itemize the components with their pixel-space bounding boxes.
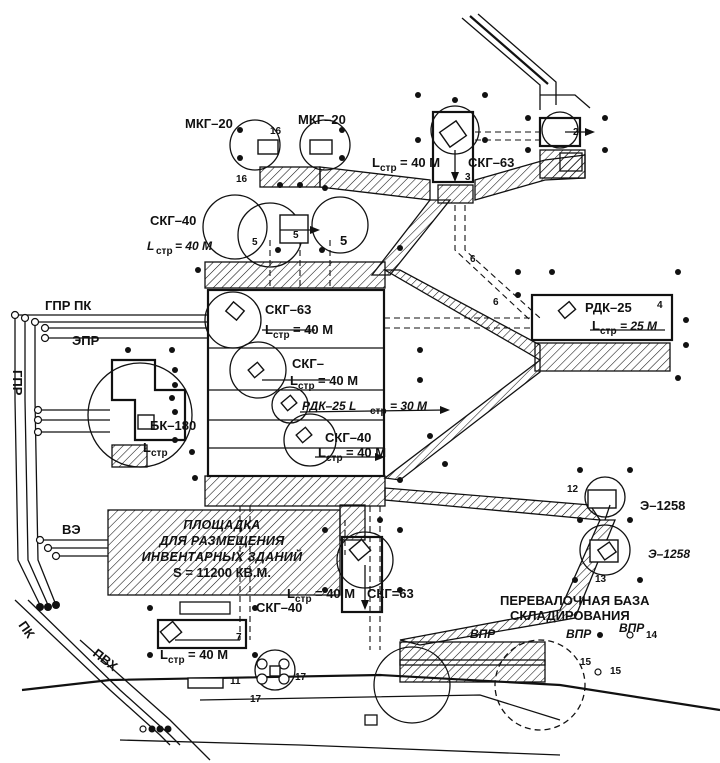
- crane-bodies: [110, 110, 619, 726]
- label-lstr-mid-sub: стр: [273, 330, 290, 341]
- label-rdk25-mid-sub: стр: [370, 406, 387, 417]
- label-lstr-rdk: L: [592, 318, 600, 333]
- label-num17b: 17: [250, 694, 262, 705]
- label-num14: 14: [646, 630, 658, 641]
- label-bk180: БК–180: [150, 418, 196, 433]
- label-lstr-top-val: = 40 М: [400, 155, 440, 170]
- label-num2: 2: [573, 127, 579, 138]
- label-site-line1: ПЛОЩАДКА: [183, 518, 260, 532]
- label-lstr-skg40-sub: стр: [156, 246, 173, 257]
- label-vpr3: ВПР: [619, 621, 645, 635]
- label-num15a: 15: [580, 657, 592, 668]
- label-lstr-skg40b: L: [318, 445, 326, 460]
- label-bk-lstr-sub: стр: [151, 448, 168, 459]
- roads: [107, 149, 671, 683]
- label-lstr-skg40b-sub: стр: [326, 453, 343, 464]
- label-lstr-rdk-val: = 25 М: [620, 319, 658, 333]
- label-lstr-rdk-sub: стр: [600, 326, 617, 337]
- label-lstr-mid-val: = 40 М: [293, 322, 333, 337]
- label-skg40-mid: СКГ–40: [325, 430, 371, 445]
- label-bk-lstr: L: [143, 440, 151, 455]
- label-epr: ЭПР: [72, 333, 100, 348]
- label-gpr-pk: ГПР ПК: [45, 298, 91, 313]
- label-rdk25-mid: РДК–25 L: [302, 399, 356, 413]
- label-e1258-b: Э–1258: [648, 547, 690, 561]
- label-16b: 16: [236, 174, 248, 185]
- main-building: [206, 288, 386, 478]
- label-lstr-skg-val: = 40 М: [318, 373, 358, 388]
- label-site-line2: ДЛЯ РАЗМЕЩЕНИЯ: [158, 534, 285, 548]
- label-num7: 7: [236, 632, 242, 643]
- label-e1258-a: Э–1258: [640, 498, 685, 513]
- label-lstr-bot-val: = 40 М: [315, 586, 355, 601]
- label-pk: ПК: [16, 618, 38, 641]
- label-lstr-skg40c-sub: стр: [168, 655, 185, 666]
- label-skg63-bot: СКГ=63: [367, 586, 414, 601]
- label-mkg20-left: МКГ–20: [185, 116, 233, 131]
- label-num15b: 15: [610, 666, 622, 677]
- label-skg40-top: СКГ–40: [150, 213, 196, 228]
- label-mkg20-right: МКГ–20: [298, 112, 346, 127]
- label-base-line2: СКЛАДИРОВАНИЯ: [510, 608, 630, 623]
- label-lstr-bot-sub: стр: [295, 594, 312, 605]
- label-vpr1: ВПР: [470, 627, 496, 641]
- label-site-area: S = 11200 КВ.М.: [173, 565, 271, 580]
- label-num5b: 5: [293, 230, 299, 241]
- top-railway: [461, 13, 591, 110]
- label-num17a: 17: [295, 672, 307, 683]
- label-gpr-vertical: ГПР: [10, 370, 25, 396]
- label-num13: 13: [595, 574, 607, 585]
- label-lstr-skg40c-val: = 40 М: [188, 647, 228, 662]
- label-lstr-skg-sub: стр: [298, 381, 315, 392]
- label-lstr-skg40c: L: [160, 647, 168, 662]
- label-lstr-skg40-val: = 40 М: [175, 239, 213, 253]
- left-utility-lines: [10, 310, 208, 611]
- label-num11: 11: [230, 676, 241, 687]
- label-lstr-top: L: [372, 155, 380, 170]
- label-num6b: 6: [493, 297, 499, 308]
- bottom-railway: [14, 599, 720, 761]
- labels: МКГ–20 МКГ–20 16 16 СКГ–63 L стр = 40 М …: [10, 112, 690, 705]
- label-pvkh: ПВХ: [90, 646, 121, 675]
- label-skg40-bot: СКГ–40: [256, 600, 302, 615]
- label-num5a: 5: [252, 237, 258, 248]
- label-lstr-skg40b-val: = 40 М: [346, 445, 386, 460]
- label-16a: 16: [270, 126, 282, 137]
- label-skg63-top: СКГ–63: [468, 155, 514, 170]
- label-num5c: 5: [340, 233, 347, 248]
- label-num3: 3: [465, 172, 471, 183]
- right-building: [530, 293, 674, 342]
- label-ve: ВЭ: [62, 522, 81, 537]
- label-rdk25-mid-val: = 30 М: [390, 399, 428, 413]
- label-num4: 4: [657, 300, 663, 311]
- label-num12: 12: [567, 484, 579, 495]
- utility-lines: [239, 131, 541, 650]
- label-skg-dash: СКГ–: [292, 356, 324, 371]
- label-site-line3: ИНВЕНТАРНЫХ ЗДАНИЙ: [142, 548, 303, 564]
- pins: [125, 92, 689, 676]
- label-lstr-top-sub: стр: [380, 163, 397, 174]
- label-lstr-bot: L: [287, 586, 295, 601]
- label-lstr-mid: L: [265, 322, 273, 337]
- label-vpr2: ВПР: [566, 627, 592, 641]
- label-lstr-skg40: L: [147, 239, 154, 253]
- arrows: [175, 128, 665, 641]
- label-rdk25-right: РДК–25: [585, 300, 632, 315]
- label-num6a: 6: [470, 254, 476, 265]
- label-lstr-skg: L: [290, 373, 298, 388]
- label-base-line1: ПЕРЕВАЛОЧНАЯ БАЗА: [500, 593, 650, 608]
- label-skg63-mid: СКГ–63: [265, 302, 311, 317]
